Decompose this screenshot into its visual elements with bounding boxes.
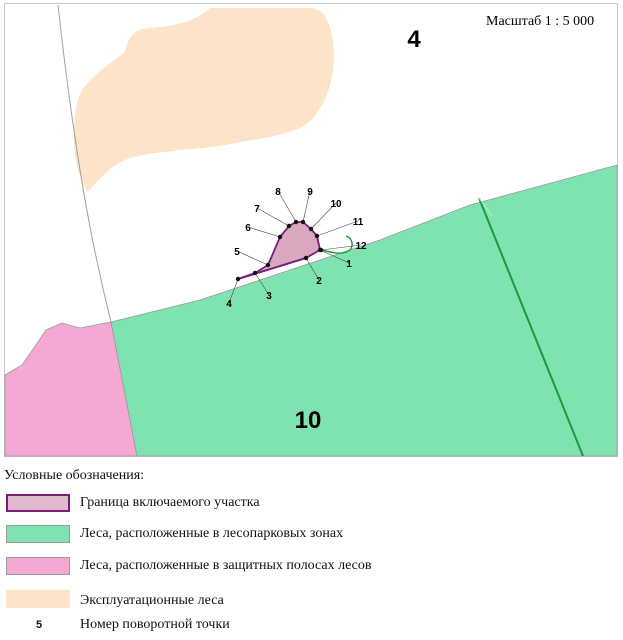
turning-point-marker-7[interactable] (286, 223, 292, 229)
turning-point-marker-5[interactable] (265, 262, 271, 268)
turning-point-label-6: 6 (245, 223, 251, 234)
boundary-line (57, 4, 112, 323)
turning-point-marker-6[interactable] (277, 234, 283, 240)
legend-swatch-forest-park (6, 525, 70, 543)
legend-point-sample: 5 (36, 619, 43, 631)
turning-point-marker-8[interactable] (293, 219, 299, 225)
zone-number-bottom: 10 (295, 407, 322, 434)
turning-point-leader-1 (319, 249, 350, 264)
turning-point-label-12: 12 (355, 241, 367, 252)
turning-point-leader-8 (277, 190, 297, 223)
turning-point-marker-4[interactable] (235, 276, 241, 282)
turning-point-label-3: 3 (266, 291, 272, 302)
road-curve (320, 235, 353, 254)
turning-point-marker-12[interactable] (318, 247, 324, 253)
turning-point-label-8: 8 (275, 187, 281, 198)
zone-number-top: 4 (407, 26, 421, 53)
turning-point-label-7: 7 (254, 204, 260, 215)
turning-point-leader-11 (316, 220, 359, 237)
legend-title: Условные обозначения: (4, 468, 145, 483)
turning-point-marker-3[interactable] (252, 270, 258, 276)
turning-point-leader-3 (254, 272, 270, 296)
forest-quarter-line (478, 197, 584, 457)
turning-point-marker-10[interactable] (308, 226, 314, 232)
legend-item-exploitation: Эксплуатационные леса (4, 590, 604, 612)
turning-point-label-11: 11 (353, 217, 364, 228)
turning-point-marker-11[interactable] (314, 233, 320, 239)
turning-point-leader-9 (302, 190, 311, 223)
protective-strip-forest-area (4, 321, 138, 457)
turning-point-label-9: 9 (307, 187, 313, 198)
turning-point-leader-10 (310, 202, 337, 230)
legend-label-forest-park: Леса, расположенные в лесопарковых зонах (80, 526, 344, 541)
legend-label-exploitation: Эксплуатационные леса (80, 593, 224, 608)
legend-label-turning-point: Номер поворотной точки (80, 617, 230, 632)
forest-quarter-line-faint (478, 197, 493, 217)
turning-point-label-5: 5 (234, 247, 240, 258)
parcel-edge-2-4 (237, 257, 307, 280)
forest-park-zone-area (110, 164, 618, 457)
legend-swatch-parcel (6, 494, 70, 512)
turning-point-leader-7 (256, 207, 290, 227)
legend-swatch-protective-strip (6, 557, 70, 575)
turning-point-label-10: 10 (330, 199, 342, 210)
turning-point-leader-2 (305, 257, 320, 281)
turning-point-label-1: 1 (346, 259, 352, 270)
scale-label: Масштаб 1 : 5 000 (486, 14, 594, 29)
legend-item-forest-park: Леса, расположенные в лесопарковых зонах (4, 525, 604, 547)
turning-point-marker-2[interactable] (303, 255, 309, 261)
turning-point-label-4: 4 (226, 299, 232, 310)
turning-point-marker-9[interactable] (300, 219, 306, 225)
turning-point-leader-6 (247, 226, 281, 238)
turning-point-leader-12 (320, 244, 362, 251)
legend-label-protective-strip: Леса, расположенные в защитных полосах л… (80, 558, 372, 573)
legend-label-parcel: Граница включаемого участка (80, 495, 260, 510)
legend-swatch-exploitation (6, 590, 70, 608)
included-parcel-boundary[interactable] (237, 221, 321, 280)
legend-item-protective-strip: Леса, расположенные в защитных полосах л… (4, 557, 604, 579)
turning-point-leader-4 (228, 278, 239, 304)
legend-item-parcel-boundary: Граница включаемого участка (4, 494, 604, 516)
turning-point-leader-5 (236, 250, 269, 266)
exploitation-forest-area (74, 8, 334, 192)
turning-point-label-2: 2 (316, 276, 322, 287)
legend-item-turning-point: 5 Номер поворотной точки (4, 617, 604, 639)
